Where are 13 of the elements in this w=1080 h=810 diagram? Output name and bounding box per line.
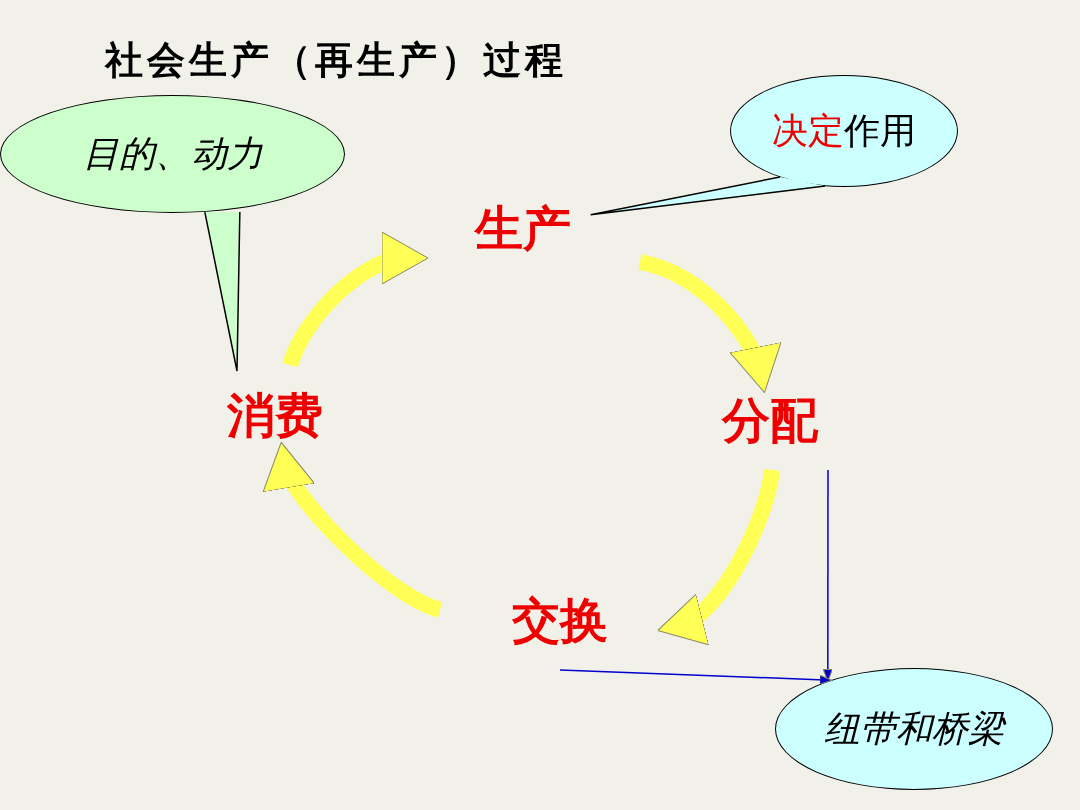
stage-label: 消费 — [227, 391, 323, 439]
title: 社会生产（再生产）过程 — [105, 37, 567, 84]
arrow — [559, 669, 833, 685]
stage-label: 交换 — [512, 596, 608, 644]
callout-text: 作用 — [844, 109, 916, 153]
callout-text: 决定 — [772, 109, 844, 153]
curved-arrow — [282, 234, 429, 368]
callout-tail — [204, 211, 241, 372]
callout-tail — [589, 176, 826, 216]
callout-text: 目的、动力 — [82, 132, 263, 176]
curved-arrow — [638, 254, 780, 393]
stage-label: 分配 — [722, 396, 818, 444]
stage-label: 生产 — [474, 203, 571, 252]
